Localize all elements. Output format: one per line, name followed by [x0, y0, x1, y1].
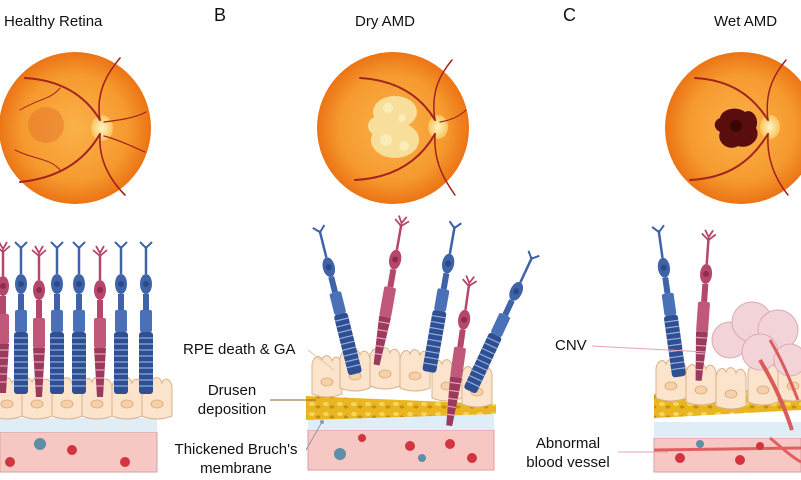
- cnv-cloud: [711, 301, 801, 431]
- abnormal-vessel-label: Abnormal blood vessel: [520, 434, 616, 472]
- abnormal-vessel-line2: blood vessel: [526, 454, 610, 471]
- rpe-death-label: RPE death & GA: [183, 341, 296, 358]
- panel-c-title: Wet AMD: [714, 13, 778, 30]
- drusen-label-line2: deposition: [197, 401, 267, 418]
- fundus-healthy: [0, 52, 151, 204]
- healthy-retina-layers: [0, 240, 173, 473]
- abnormal-vessel-line1: Abnormal: [535, 435, 601, 452]
- fundus-dry: [317, 52, 469, 204]
- panel-b-letter: B: [214, 5, 227, 25]
- drusen-label-line1: Drusen: [207, 382, 257, 399]
- fundus-wet: [665, 52, 801, 204]
- dry-amd-layers: [270, 213, 542, 471]
- drusen-label: Drusen deposition: [196, 381, 268, 419]
- panel-a-title: Healthy Retina: [4, 13, 103, 30]
- panel-b-title: Dry AMD: [355, 13, 415, 30]
- cnv-label: CNV: [555, 337, 587, 354]
- wet-amd-layers: [591, 223, 801, 473]
- panel-c-letter: C: [563, 5, 576, 25]
- bruch-label-line1: Thickened Bruch's: [174, 441, 298, 458]
- bruch-label-line2: membrane: [200, 460, 272, 477]
- bruch-label: Thickened Bruch's membrane: [168, 440, 304, 478]
